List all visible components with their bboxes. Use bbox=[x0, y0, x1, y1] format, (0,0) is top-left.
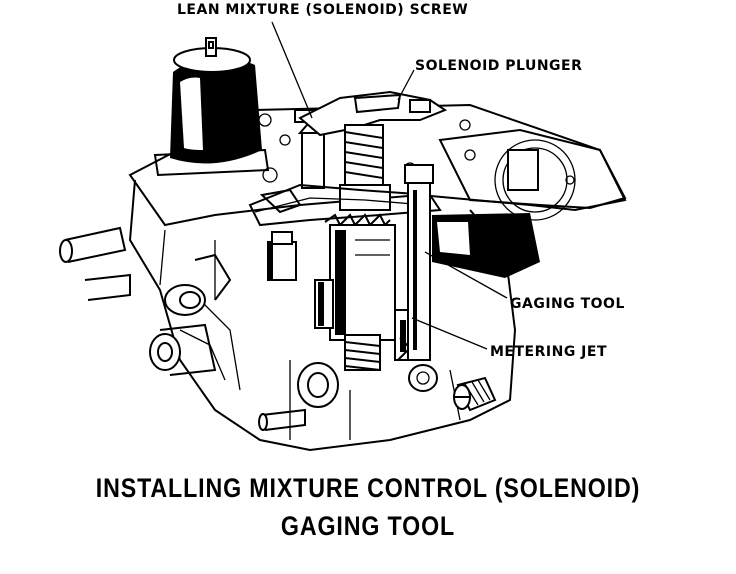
carburetor-body bbox=[59, 103, 627, 452]
label-gaging-tool: GAGING TOOL bbox=[510, 296, 625, 312]
gaging-tool bbox=[404, 164, 540, 361]
leader-lean-mixture-screw bbox=[271, 21, 313, 119]
leader-metering-jet bbox=[411, 317, 488, 350]
figure-caption-line-2: GAGING TOOL bbox=[280, 511, 456, 541]
metering-bore bbox=[314, 224, 431, 371]
figure-caption-line-1: INSTALLING MIXTURE CONTROL (SOLENOID) bbox=[95, 473, 641, 503]
leader-gaging-tool bbox=[424, 251, 508, 299]
label-solenoid-plunger: SOLENOID PLUNGER bbox=[415, 58, 582, 74]
solenoid-assembly bbox=[153, 37, 270, 177]
linkage-plate bbox=[248, 183, 442, 281]
leader-lines bbox=[271, 21, 508, 350]
label-lean-mixture-screw: LEAN MIXTURE (SOLENOID) SCREW bbox=[177, 2, 468, 18]
plunger-spring bbox=[344, 124, 384, 186]
label-metering-jet: METERING JET bbox=[490, 344, 607, 360]
leader-solenoid-plunger bbox=[397, 69, 415, 101]
